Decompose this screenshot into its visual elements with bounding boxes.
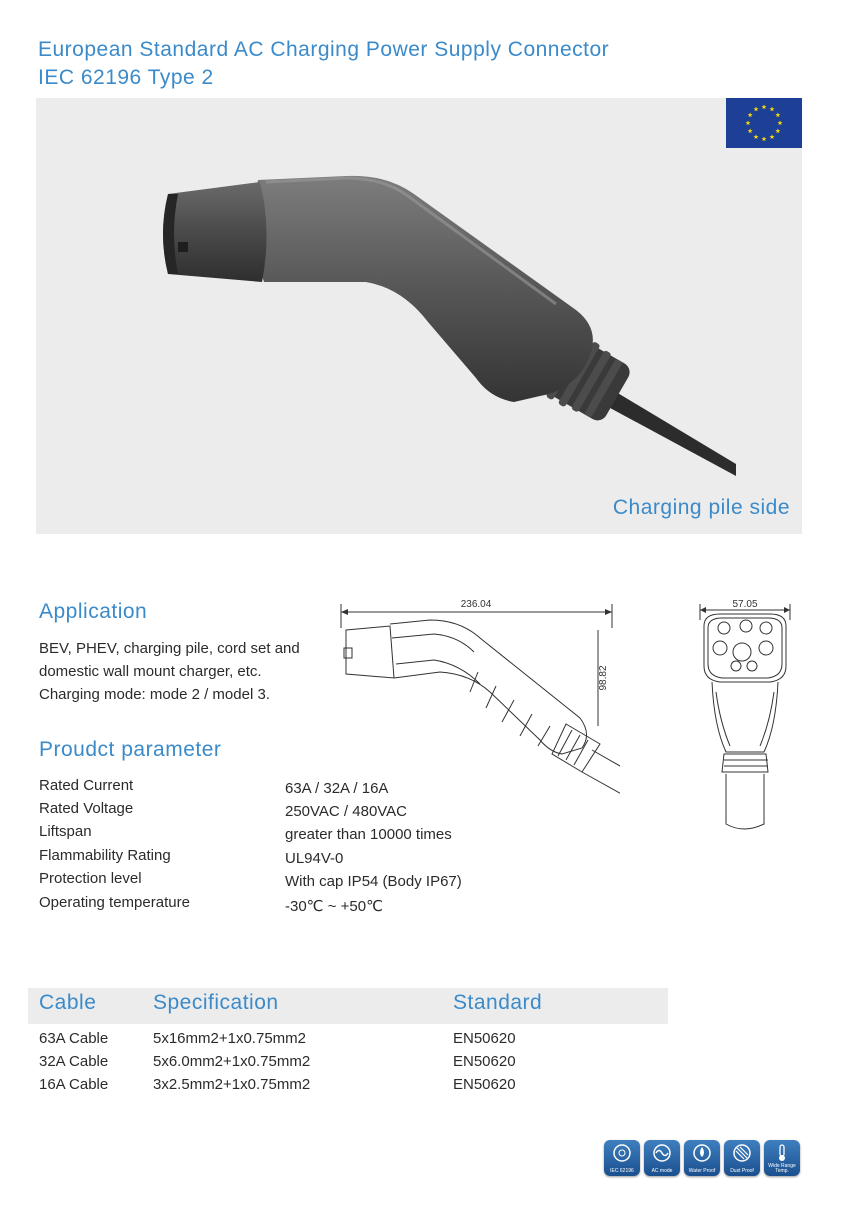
parameter-row: Liftspan greater than 10000 times	[39, 823, 499, 846]
page-title: European Standard AC Charging Power Supp…	[38, 36, 609, 92]
parameter-row: Flammability Rating UL94V-0	[39, 847, 499, 870]
eu-flag-icon	[726, 98, 802, 148]
width-dimension: 57.05	[732, 599, 757, 610]
parameter-value: 250VAC / 480VAC	[285, 803, 408, 820]
cable-cell: 63A Cable	[39, 1030, 109, 1047]
title-line-2: IEC 62196 Type 2	[38, 66, 214, 89]
flag-star	[753, 106, 759, 112]
side-view-drawing: 236.04 98.82	[340, 599, 620, 794]
parameter-label: Rated Voltage	[39, 800, 134, 817]
parameter-label: Liftspan	[39, 823, 92, 840]
parameter-row: Operating temperature -30℃ ~ +50℃	[39, 894, 499, 917]
parameter-label: Rated Current	[39, 777, 134, 794]
connector-photo	[163, 175, 736, 476]
application-line: Charging mode: mode 2 / model 3.	[39, 686, 270, 703]
flag-star	[761, 104, 767, 110]
spec-cell: 5x6.0mm2+1x0.75mm2	[153, 1053, 311, 1070]
parameters-heading: Proudct parameter	[39, 738, 222, 761]
application-text: BEV, PHEV, charging pile, cord set and d…	[39, 637, 300, 706]
application-line: BEV, PHEV, charging pile, cord set and	[39, 640, 300, 657]
parameter-row: Protection level With cap IP54 (Body IP6…	[39, 870, 499, 893]
front-view-drawing: 57.05	[699, 599, 791, 830]
height-dimension: 98.82	[598, 665, 609, 690]
flag-star	[747, 128, 753, 134]
parameter-label: Protection level	[39, 870, 142, 887]
parameter-row: Rated Voltage 250VAC / 480VAC	[39, 800, 499, 823]
flag-star	[777, 120, 783, 126]
application-line: domestic wall mount charger, etc.	[39, 663, 262, 680]
flag-star	[745, 120, 751, 126]
badge-label: Dust Proof	[730, 1168, 754, 1174]
cable-table-header: Cable Specification Standard	[28, 988, 668, 1024]
table-row: 16A Cable 3x2.5mm2+1x0.75mm2 EN50620	[39, 1076, 659, 1099]
badge-label: Water Proof	[688, 1168, 716, 1174]
flag-star	[761, 136, 767, 142]
iec-62196-icon: IEC 62196	[604, 1140, 640, 1176]
parameter-row: Rated Current 63A / 32A / 16A	[39, 777, 499, 800]
parameter-label: Flammability Rating	[39, 847, 171, 864]
flag-star	[775, 112, 781, 118]
eu-stars	[745, 104, 783, 142]
length-dimension: 236.04	[461, 599, 492, 610]
flag-star	[769, 134, 775, 139]
product-photo-panel	[36, 98, 802, 534]
spec-cell: 5x16mm2+1x0.75mm2	[153, 1030, 306, 1047]
flag-star	[753, 134, 759, 139]
water-drop-icon: Water Proof	[684, 1140, 720, 1176]
cable-cell: 32A Cable	[39, 1053, 109, 1070]
flag-star	[747, 112, 753, 118]
badge-label: Wide Range Temp.	[768, 1163, 796, 1174]
badge-label: IEC 62196	[610, 1168, 634, 1174]
standard-cell: EN50620	[453, 1030, 516, 1047]
parameter-value: 63A / 32A / 16A	[285, 780, 389, 797]
dust-icon: Dust Proof	[724, 1140, 760, 1176]
hero-caption: Charging pile side	[612, 496, 790, 519]
application-heading: Application	[39, 600, 148, 623]
parameter-label: Operating temperature	[39, 894, 190, 911]
standard-cell: EN50620	[453, 1076, 516, 1093]
parameter-value: -30℃ ~ +50℃	[285, 898, 383, 915]
spec-column-header: Specification	[153, 991, 279, 1014]
badge-label: AC mode	[651, 1168, 673, 1174]
standard-cell: EN50620	[453, 1053, 516, 1070]
cable-column-header: Cable	[39, 991, 97, 1014]
spec-cell: 3x2.5mm2+1x0.75mm2	[153, 1076, 311, 1093]
title-line-1: European Standard AC Charging Power Supp…	[38, 38, 610, 61]
table-row: 32A Cable 5x6.0mm2+1x0.75mm2 EN50620	[39, 1053, 659, 1076]
parameter-value: With cap IP54 (Body IP67)	[285, 873, 462, 890]
thermometer-icon: Wide Range Temp.	[764, 1140, 800, 1176]
flag-star	[775, 128, 781, 134]
standard-column-header: Standard	[453, 991, 543, 1014]
flag-star	[769, 106, 775, 112]
cable-cell: 16A Cable	[39, 1076, 109, 1093]
parameter-value: UL94V-0	[285, 850, 344, 867]
ac-mode-icon: AC mode	[644, 1140, 680, 1176]
table-row: 63A Cable 5x16mm2+1x0.75mm2 EN50620	[39, 1030, 659, 1053]
parameter-value: greater than 10000 times	[285, 826, 452, 843]
